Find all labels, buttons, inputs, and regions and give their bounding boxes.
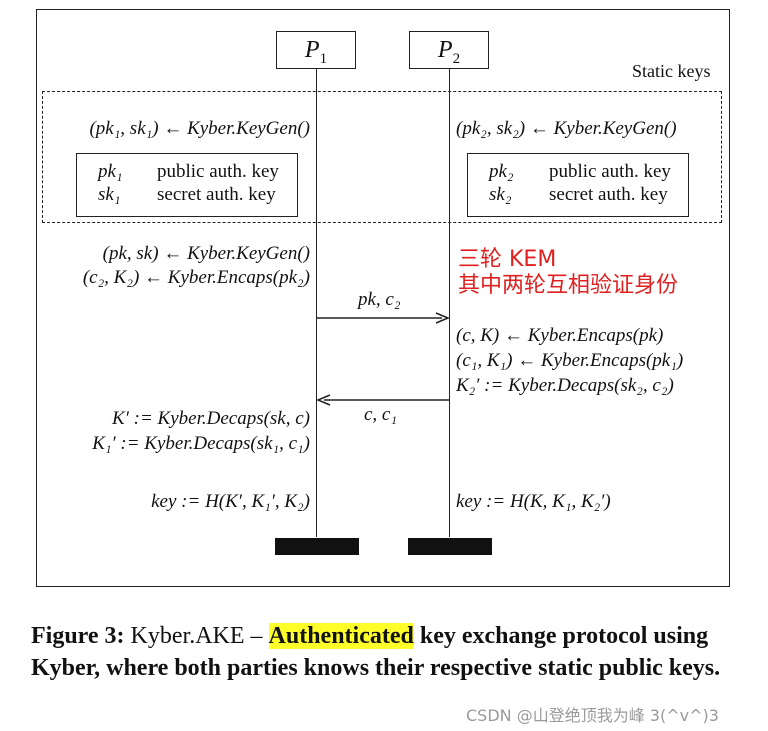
- caption-prefix: Figure 3:: [31, 623, 125, 649]
- party-p2-subscript: 2: [452, 50, 461, 67]
- watermark: CSDN @山登绝顶我为峰 3(^v^)3: [466, 706, 719, 725]
- static-keys-label: Static keys: [632, 61, 711, 81]
- left-box-desc-1: public auth. key: [157, 161, 279, 182]
- left-step-ephemeral-keygen: (pk, sk) ← Kyber.KeyGen(): [102, 243, 310, 264]
- left-step-decaps-sk1: K₁′ := Kyber.Decaps(sk₁, c₁): [92, 433, 310, 454]
- left-session-key: key := H(K′, K₁′, K₂): [151, 491, 310, 512]
- right-box-desc-2: secret auth. key: [549, 184, 668, 205]
- message-2-arrow-head: [316, 394, 331, 406]
- caption-rest: key exchange protocol using Kyber, where…: [31, 623, 721, 681]
- message-1-label: pk, c₂: [358, 289, 401, 310]
- right-box-sym-1: pk₂: [489, 161, 514, 182]
- left-step-encaps-pk2: (c₂, K₂) ← Kyber.Encaps(pk₂): [82, 267, 310, 288]
- annotation-line-1: 三轮 KEM: [458, 247, 557, 272]
- lifeline-p2: [449, 69, 450, 537]
- right-step-decaps-sk2: K₂′ := Kyber.Decaps(sk₂, c₂): [456, 375, 674, 396]
- figure-caption: Figure 3: Kyber.AKE – Authenticated key …: [31, 620, 743, 684]
- party-p1-label: P: [304, 37, 320, 63]
- right-step-encaps-pk: (c, K) ← Kyber.Encaps(pk): [456, 325, 664, 346]
- left-box-sym-1: pk₁: [98, 161, 123, 182]
- lifeline-end-p2: [408, 538, 492, 555]
- right-static-keygen: (pk₂, sk₂) ← Kyber.KeyGen(): [456, 118, 677, 139]
- left-static-keygen: (pk₁, sk₁) ← Kyber.KeyGen(): [89, 118, 310, 139]
- annotation-line-2: 其中两轮互相验证身份: [458, 273, 679, 298]
- left-step-decaps-sk: K′ := Kyber.Decaps(sk, c): [112, 408, 310, 429]
- right-static-key-box: [467, 153, 689, 217]
- party-p2-label: P: [437, 37, 453, 63]
- lifeline-end-p1: [275, 538, 359, 555]
- right-box-sym-2: sk₂: [489, 184, 512, 205]
- caption-name: Kyber.AKE –: [124, 623, 269, 649]
- left-box-desc-2: secret auth. key: [157, 184, 276, 205]
- left-box-sym-2: sk₁: [98, 184, 121, 205]
- party-p1-box: P1: [276, 31, 356, 69]
- lifeline-p1: [316, 69, 317, 537]
- party-p1-subscript: 1: [319, 50, 328, 67]
- message-2-label: c, c₁: [364, 404, 397, 425]
- diagram-frame: [36, 9, 730, 587]
- static-keys-region: [42, 91, 722, 223]
- right-session-key: key := H(K, K₁, K₂′): [456, 491, 611, 512]
- message-1-arrow-head: [435, 312, 450, 324]
- party-p2-box: P2: [409, 31, 489, 69]
- caption-highlight: Authenticated: [268, 623, 414, 649]
- right-box-desc-1: public auth. key: [549, 161, 671, 182]
- left-static-key-box: [76, 153, 298, 217]
- right-step-encaps-pk1: (c₁, K₁) ← Kyber.Encaps(pk₁): [456, 350, 684, 371]
